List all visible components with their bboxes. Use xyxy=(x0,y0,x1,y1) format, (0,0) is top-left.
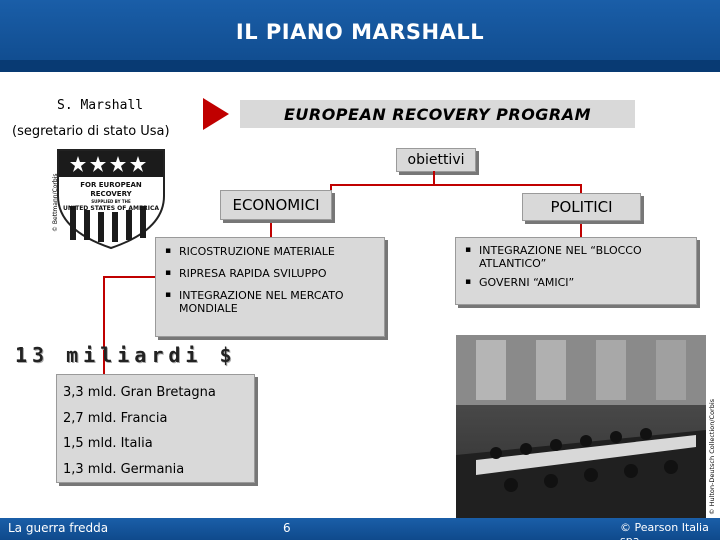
political-label: POLITICI xyxy=(550,198,613,216)
economic-box: ECONOMICI xyxy=(220,190,332,220)
marshall-name: S. Marshall xyxy=(57,98,144,113)
arrow-right-icon xyxy=(203,98,229,130)
aid-item-germany: 1,3 mld. Germania xyxy=(63,461,185,477)
connector-eco xyxy=(330,184,332,192)
list-item: RICOSTRUZIONE MATERIALE xyxy=(161,245,379,258)
erp-title-box: EUROPEAN RECOVERY PROGRAM xyxy=(240,100,635,128)
aid-breakdown-box: 3,3 mld. Gran Bretagna 2,7 mld. Francia … xyxy=(56,374,255,483)
connector-pol xyxy=(580,184,582,194)
economic-list: RICOSTRUZIONE MATERIALE RIPRESA RAPIDA S… xyxy=(155,237,385,337)
economic-label: ECONOMICI xyxy=(232,196,320,214)
footer-right: © Pearson Italia spa xyxy=(620,521,709,547)
objectives-box: obiettivi xyxy=(396,148,476,172)
poster-text: FOR EUROPEAN RECOVERY SUPPLIED BY THE UN… xyxy=(62,181,160,213)
photo-credit: © Hulton-Deutsch Collection/Corbis xyxy=(708,398,716,515)
poster-shield-icon xyxy=(57,149,165,250)
aid-item-uk: 3,3 mld. Gran Bretagna xyxy=(63,385,216,400)
aid-item-italy: 1,5 mld. Italia xyxy=(63,436,153,451)
header-band xyxy=(0,60,720,72)
page-title: IL PIANO MARSHALL xyxy=(235,20,485,44)
connector-pol-list xyxy=(580,220,582,237)
list-item: INTEGRAZIONE NEL “BLOCCO ATLANTICO” xyxy=(461,244,691,270)
erp-title: EUROPEAN RECOVERY PROGRAM xyxy=(283,104,592,124)
connector-objectives xyxy=(433,171,435,185)
list-item: GOVERNI “AMICI” xyxy=(461,276,691,289)
poster-line3: UNITED STATES OF AMERICA xyxy=(62,205,159,212)
poster-line2: SUPPLIED BY THE xyxy=(91,199,131,204)
page-number: 6 xyxy=(283,521,291,535)
conference-photo-image xyxy=(456,335,706,518)
aid-item-france: 2,7 mld. Francia xyxy=(63,410,168,426)
marshall-role: (segretario di stato Usa) xyxy=(12,124,170,139)
political-list: INTEGRAZIONE NEL “BLOCCO ATLANTICO” GOVE… xyxy=(455,237,697,305)
list-item: INTEGRAZIONE NEL MERCATO MONDIALE xyxy=(161,289,379,315)
connector-horizontal xyxy=(330,184,580,186)
objectives-label: obiettivi xyxy=(407,152,465,168)
connector-to-aid-h xyxy=(103,276,155,278)
footer-left: La guerra fredda xyxy=(8,521,109,535)
connector-eco-list xyxy=(270,219,272,237)
connector-to-aid-v xyxy=(103,276,105,374)
poster-line1: FOR EUROPEAN RECOVERY xyxy=(80,181,142,198)
conference-photo xyxy=(456,335,706,518)
footer-bar xyxy=(0,518,720,540)
aid-total: 13 miliardi $ xyxy=(15,343,237,367)
list-item: RIPRESA RAPIDA SVILUPPO xyxy=(161,267,379,280)
political-box: POLITICI xyxy=(522,193,641,221)
